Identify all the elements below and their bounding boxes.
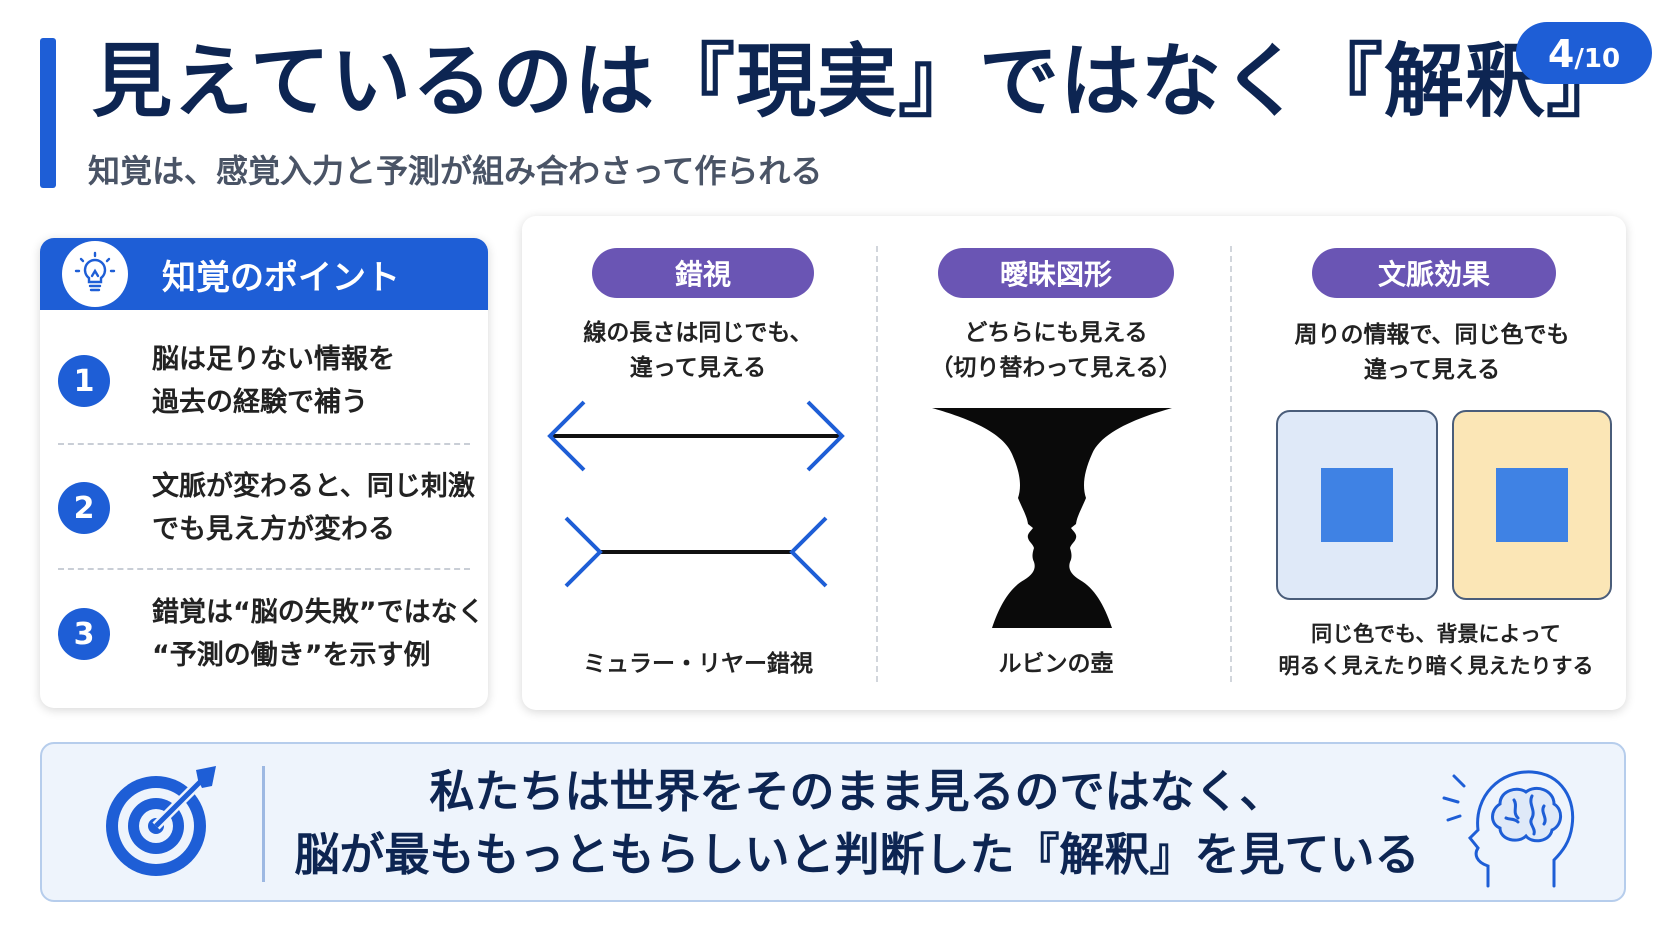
muller-lyer-illusion-icon [547, 400, 845, 588]
point-divider [58, 568, 470, 570]
conclusion-text: 私たちは世界をそのまま見るのではなく、 脳が最ももっともらしいと判断した『解釈』… [292, 760, 1422, 886]
conclusion-banner: 私たちは世界をそのまま見るのではなく、 脳が最ももっともらしいと判断した『解釈』… [40, 742, 1626, 902]
point-item-2: 2 文脈が変わると、同じ刺激 でも見え方が変わる [58, 465, 475, 551]
point-divider [58, 443, 470, 445]
example-desc-ambiguous-line2: （切り替わって見える） [930, 355, 1182, 381]
example-caption-illusion: ミュラー・リヤー錯視 [583, 651, 813, 677]
example-illusion: 錯視 線の長さは同じでも、 違って見える ミュラー・リヤー錯視 [522, 216, 874, 710]
example-caption-context-line2: 明るく見えたり暗く見えたりする [1278, 654, 1594, 678]
example-caption-context-line1: 同じ色でも、背景によって [1311, 622, 1561, 646]
point-text-1: 脳は足りない情報を 過去の経験で補う [152, 338, 395, 424]
point-text-1-line1: 脳は足りない情報を [152, 344, 395, 375]
point-item-1: 1 脳は足りない情報を 過去の経験で補う [58, 338, 470, 424]
points-card-title: 知覚のポイント [162, 257, 400, 298]
point-text-2: 文脈が変わると、同じ刺激 でも見え方が変わる [152, 465, 475, 551]
example-desc-context: 周りの情報で、同じ色でも 違って見える [1230, 318, 1634, 388]
column-divider [1230, 246, 1232, 682]
page-total: 10 [1583, 44, 1621, 74]
point-text-1-line2: 過去の経験で補う [152, 387, 368, 418]
swatch-blue-square [1321, 468, 1393, 542]
example-context: 文脈効果 周りの情報で、同じ色でも 違って見える 同じ色でも、背景によって 明る… [1230, 216, 1626, 710]
point-text-3: 錯覚は“脳の失敗”ではなく “予測の働き”を示す例 [152, 591, 485, 677]
example-desc-illusion-line2: 違って見える [629, 355, 767, 381]
examples-card: 錯視 線の長さは同じでも、 違って見える ミュラー・リヤー錯視 曖昧図形 どちら… [522, 216, 1626, 710]
example-label-illusion: 錯視 [592, 248, 814, 298]
example-ambiguous: 曖昧図形 どちらにも見える （切り替わって見える） ルビンの壺 [876, 216, 1228, 710]
points-card: 知覚のポイント 1 脳は足りない情報を 過去の経験で補う 2 文脈が変わると、同… [40, 238, 488, 708]
example-caption-context: 同じ色でも、背景によって 明るく見えたり暗く見えたりする [1230, 618, 1642, 682]
example-desc-illusion: 線の長さは同じでも、 違って見える [522, 316, 874, 386]
rubin-vase-icon [932, 408, 1172, 628]
point-text-3-line1: 錯覚は“脳の失敗”ではなく [152, 597, 485, 628]
example-desc-ambiguous-line1: どちらにも見える [964, 320, 1148, 346]
point-text-3-line2: “予測の働き”を示す例 [152, 640, 431, 671]
example-label-ambiguous: 曖昧図形 [938, 248, 1174, 298]
page-subtitle: 知覚は、感覚入力と予測が組み合わさって作られる [88, 152, 823, 190]
point-text-2-line2: でも見え方が変わる [152, 514, 395, 545]
point-number-2: 2 [58, 482, 110, 534]
page-number-badge: 4 / 10 [1516, 22, 1652, 84]
title-accent-bar [40, 38, 56, 188]
point-number-3: 3 [58, 608, 110, 660]
point-item-3: 3 錯覚は“脳の失敗”ではなく “予測の働き”を示す例 [58, 591, 485, 677]
example-desc-illusion-line1: 線の長さは同じでも、 [583, 320, 813, 346]
head-brain-icon [1442, 770, 1575, 888]
conclusion-text-line2: 脳が最ももっともらしいと判断した『解釈』を見ている [294, 828, 1420, 881]
point-number-1: 1 [58, 355, 110, 407]
page-separator: / [1574, 44, 1584, 74]
example-desc-ambiguous: どちらにも見える （切り替わって見える） [876, 316, 1236, 386]
example-label-context: 文脈効果 [1312, 248, 1556, 298]
swatch-blue-square [1496, 468, 1568, 542]
column-divider [876, 246, 878, 682]
point-text-2-line1: 文脈が変わると、同じ刺激 [152, 471, 475, 502]
points-card-header: 知覚のポイント [40, 238, 488, 310]
page-current: 4 [1547, 32, 1575, 76]
conclusion-text-line1: 私たちは世界をそのまま見るのではなく、 [429, 765, 1285, 818]
banner-divider [262, 766, 265, 882]
page-title: 見えているのは『現実』ではなく『解釈』 [92, 35, 1627, 128]
swatch-light-blue-background [1276, 410, 1438, 600]
lightbulb-icon [62, 241, 128, 307]
target-arrow-icon [106, 766, 216, 876]
swatch-light-yellow-background [1452, 410, 1612, 600]
example-desc-context-line2: 違って見える [1363, 357, 1501, 383]
example-caption-ambiguous: ルビンの壺 [998, 651, 1114, 677]
example-desc-context-line1: 周りの情報で、同じ色でも [1294, 322, 1570, 348]
